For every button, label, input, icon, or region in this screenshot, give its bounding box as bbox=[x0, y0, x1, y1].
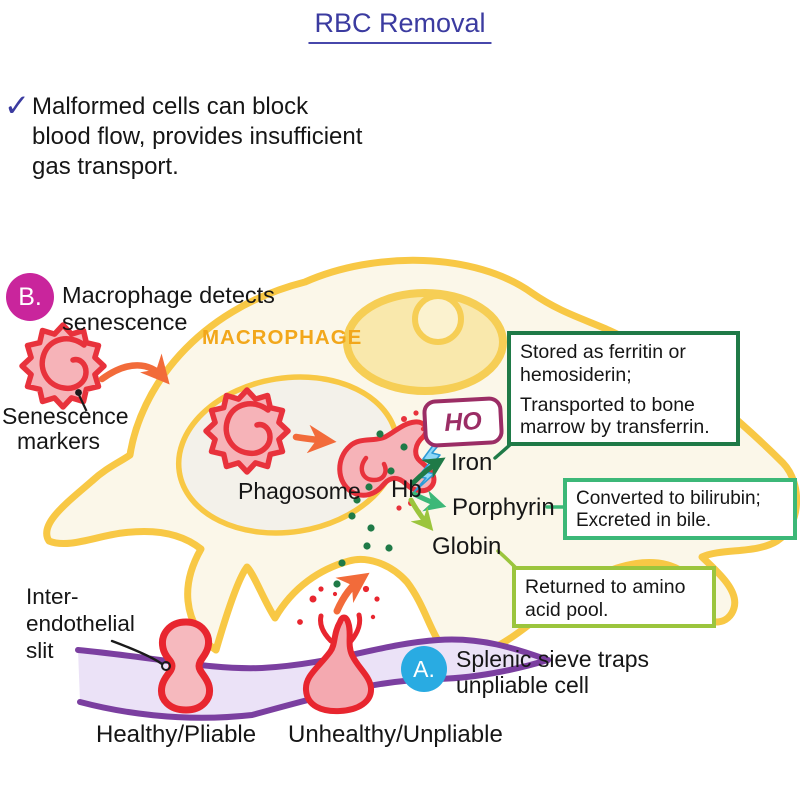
note-text: Malformed cells can block blood flow, pr… bbox=[32, 92, 362, 183]
step-b-badge: B. bbox=[6, 273, 54, 321]
porphyrin-fate-line: Converted to bilirubin; bbox=[576, 488, 761, 509]
iron-fate-line: Transported to bone bbox=[520, 393, 695, 416]
step-a-caption: Splenic sieve traps unpliable cell bbox=[456, 646, 649, 698]
arrow-hb-to-iron bbox=[410, 457, 446, 486]
senescent-rbc bbox=[22, 325, 104, 412]
checkmark-icon: ✓ bbox=[4, 88, 30, 123]
step-a-badge: A. bbox=[401, 646, 447, 692]
healthy-rbc-in-slit bbox=[158, 618, 214, 714]
senescence-markers-line: Senescence bbox=[2, 403, 129, 429]
unhealthy-rbc-trapped bbox=[297, 585, 380, 715]
senescence-marker-pin-icon bbox=[75, 389, 82, 396]
step-b-line: Macrophage detects bbox=[62, 282, 275, 308]
macrophage-label: MACROPHAGE bbox=[202, 326, 363, 349]
arrow-trapped-cell-to-macrophage bbox=[333, 572, 370, 615]
globin-fate-line: acid pool. bbox=[525, 598, 609, 621]
porphyrin-fate-box: Converted to bilirubin; Excreted in bile… bbox=[563, 478, 797, 540]
unhealthy-unpliable-label: Unhealthy/Unpliable bbox=[288, 721, 503, 748]
step-a-line: Splenic sieve traps bbox=[456, 646, 650, 672]
digestion-dots-icon bbox=[333, 430, 408, 588]
porphyrin-fate-line: Excreted in bile. bbox=[576, 510, 712, 532]
senescence-markers-label: Senescence markers bbox=[2, 403, 129, 455]
iron-fate-box: Stored as ferritin or hemosiderin; Trans… bbox=[507, 331, 740, 446]
note-line: Malformed cells can block bbox=[32, 93, 309, 120]
interendothelial-slit-label: Inter- endothelial slit bbox=[26, 583, 135, 664]
note-line: blood flow, provides insufficient bbox=[32, 123, 363, 151]
step-b-line: senescence bbox=[62, 308, 188, 335]
arrow-phagosome-digestion bbox=[292, 424, 337, 454]
slit-label-line: endothelial bbox=[26, 611, 135, 636]
phagosome-label: Phagosome bbox=[238, 478, 361, 504]
note-line: gas transport. bbox=[32, 153, 179, 181]
arrow-senescent-to-macrophage bbox=[98, 353, 170, 385]
slit-label-line: slit bbox=[26, 638, 54, 663]
senescence-markers-line: markers bbox=[17, 428, 101, 455]
slit-pointer bbox=[110, 639, 171, 671]
healthy-pliable-label: Healthy/Pliable bbox=[96, 721, 257, 748]
iron-fate-line: marrow by transferrin. bbox=[520, 416, 710, 439]
step-a-line: unpliable cell bbox=[456, 672, 589, 699]
nucleolus bbox=[412, 293, 464, 345]
globin-fate-box: Returned to amino acid pool. bbox=[512, 566, 716, 628]
iron-fate-line: hemosiderin; bbox=[520, 363, 632, 386]
macrophage-nucleus bbox=[343, 289, 507, 395]
globin-label: Globin bbox=[432, 533, 502, 560]
iron-label: Iron bbox=[451, 449, 493, 476]
step-b-caption: Macrophage detects senescence bbox=[62, 282, 275, 335]
heme-oxygenase-box: HO bbox=[421, 395, 505, 449]
globin-fate-line: Returned to amino bbox=[525, 576, 686, 598]
slit-label-line: Inter- bbox=[26, 584, 79, 609]
arrow-hb-to-porphyrin bbox=[411, 490, 447, 512]
connector-globin-box bbox=[496, 549, 517, 569]
heme-oxygenase-label: HO bbox=[443, 406, 483, 437]
page-title[interactable]: RBC Removal bbox=[308, 8, 492, 44]
arrow-hb-to-globin bbox=[408, 497, 434, 532]
hb-label: Hb bbox=[391, 476, 422, 503]
porphyrin-label: Porphyrin bbox=[452, 494, 555, 521]
iron-fate-line: Stored as ferritin or bbox=[520, 341, 686, 363]
